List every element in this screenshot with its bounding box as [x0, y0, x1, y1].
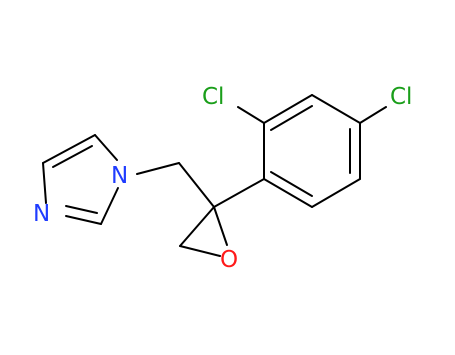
bond-ring-cl-b [359, 106, 387, 124]
bond-ch2-n [136, 162, 180, 175]
bond-imid-n1-c5 [94, 134, 118, 161]
bond-ring-cl-a [237, 106, 265, 124]
bond-ring-2 [311, 94, 361, 124]
bond-ring-1 [263, 94, 313, 124]
bond-imid-c5-c4-inner [52, 145, 93, 168]
nitrogen-label-n1: N [111, 163, 128, 189]
bond-ring-5-inner [270, 171, 313, 197]
bond-ring-5 [263, 178, 313, 208]
atom-labels: Cl Cl N N O [33, 84, 412, 273]
chlorine-label-a: Cl [202, 84, 224, 110]
bond-imid-n3-c2 [65, 215, 102, 225]
bond-imid-c5-c4 [42, 134, 96, 164]
bonds [42, 94, 387, 257]
bond-imid-n3-c2-inner [65, 205, 98, 214]
bond-epoxide-c-o [213, 206, 228, 246]
nitrogen-label-n3: N [33, 201, 50, 227]
bond-ring-4 [311, 178, 361, 208]
bond-imid-c2-n1 [100, 187, 119, 225]
bond-epoxide-ch2-o [179, 245, 221, 257]
bond-epoxide-ch2 [178, 162, 215, 208]
bond-ring-1-inner [270, 105, 313, 131]
oxygen-label: O [220, 247, 238, 273]
bond-imid-c4-n3 [42, 162, 47, 204]
bond-ring-epoxide [213, 178, 265, 208]
bond-epoxide-c-c [179, 206, 215, 247]
chlorine-label-b: Cl [390, 84, 412, 110]
